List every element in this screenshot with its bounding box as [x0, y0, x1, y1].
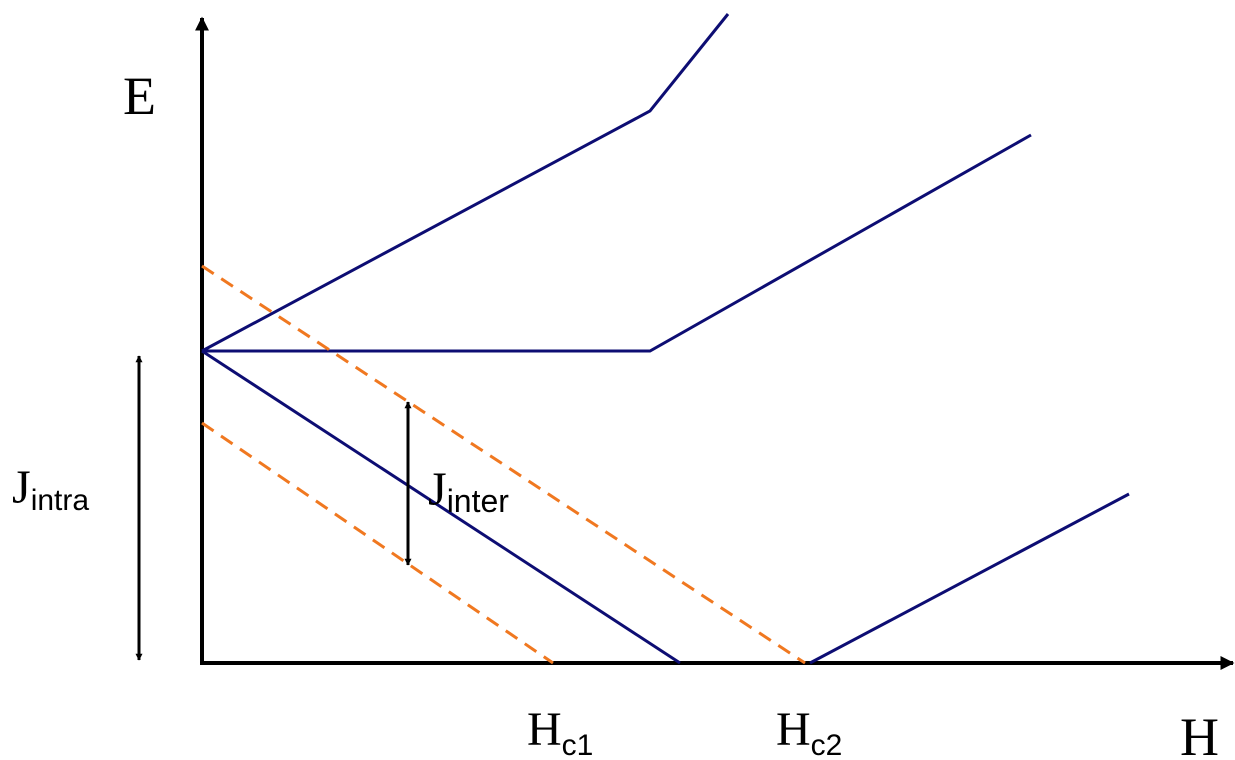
j-inter-subscript: inter: [447, 483, 510, 519]
upper-dashed-line: [201, 264, 806, 665]
x-axis-label: H: [1180, 707, 1219, 760]
lower-dashed-line: [201, 421, 554, 665]
hc1-subscript: c1: [562, 729, 594, 760]
hc1-label: Hc1: [527, 703, 593, 760]
upper-level-line: [201, 13, 730, 353]
y-axis-label: E: [123, 66, 156, 126]
hc1-main: H: [527, 703, 562, 756]
j-inter-main: J: [428, 463, 447, 516]
j-intra-label: Jintra: [12, 461, 89, 517]
j-inter-label: Jinter: [428, 463, 509, 519]
j-intra-main: J: [12, 461, 31, 514]
hc2-label: Hc2: [776, 703, 842, 760]
hc2-subscript: c2: [811, 729, 843, 760]
j-intra-subscript: intra: [31, 484, 90, 517]
hc2-main: H: [776, 703, 811, 756]
lower-level-line: [201, 349, 681, 665]
middle-level-line: [202, 133, 1032, 353]
rising-level-line: [809, 492, 1130, 665]
